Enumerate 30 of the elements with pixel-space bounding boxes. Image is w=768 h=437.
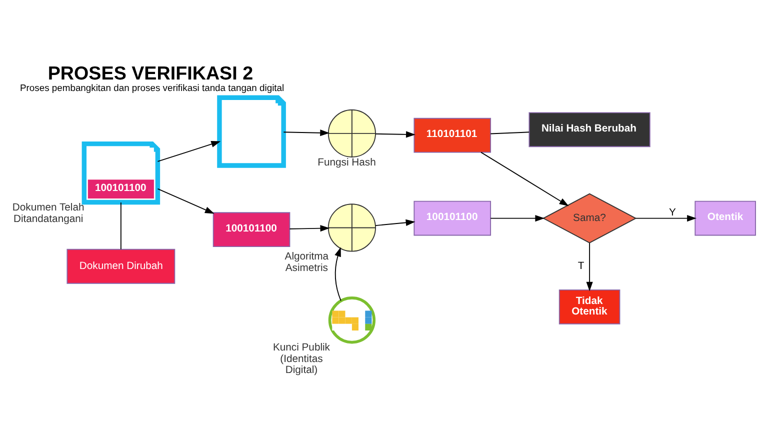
node-box: Nilai Hash Berubah xyxy=(528,112,650,147)
arrow xyxy=(480,151,569,206)
node-label: Kunci Publik (Identitas Digital) xyxy=(272,342,330,376)
node-label: Fungsi Hash xyxy=(318,156,376,168)
node-picture xyxy=(328,296,376,344)
arrow xyxy=(490,214,545,222)
node-box: 100101100 xyxy=(212,212,290,247)
connector xyxy=(120,202,122,250)
arrow xyxy=(635,214,696,222)
node-box: 100101100 xyxy=(414,200,492,236)
arrow xyxy=(157,140,221,162)
arrow xyxy=(283,129,330,136)
node-label: Algoritma Asimetris xyxy=(284,251,329,274)
node-box: 110101101 xyxy=(414,117,492,152)
node-diamond: Sama? xyxy=(542,192,637,243)
arrow xyxy=(289,224,330,232)
caption: Proses pembangkitan dan proses verifikasi tanda tangan digital xyxy=(20,82,284,92)
connector xyxy=(490,131,530,134)
node-box: Tidak Otentik xyxy=(558,288,620,324)
edge-label: Y xyxy=(669,206,676,218)
node-label: Dokumen Telah Ditandatangani xyxy=(12,202,84,224)
node-box: Dokumen Dirubah xyxy=(66,248,176,284)
node-box: Otentik xyxy=(694,200,756,236)
arrow xyxy=(375,130,416,138)
diagram-title: PROSES VERIFIKASI 2 xyxy=(48,62,254,84)
edge-label: T xyxy=(578,260,584,272)
arrow xyxy=(334,246,342,301)
arrow xyxy=(157,188,214,214)
arrow xyxy=(586,242,593,291)
arrow xyxy=(375,218,416,226)
